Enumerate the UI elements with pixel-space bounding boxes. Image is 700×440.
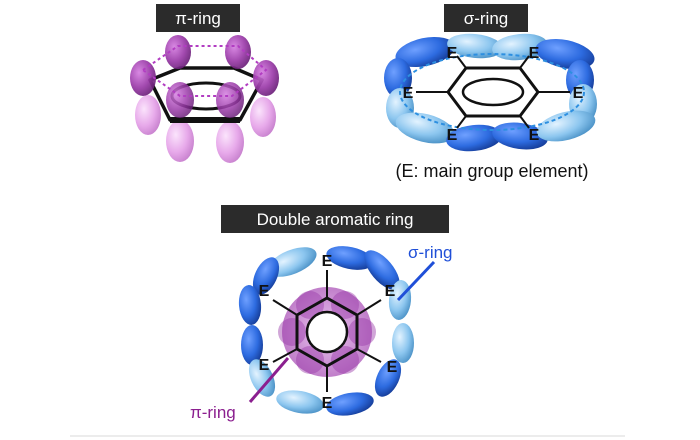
sigma-ring-inner-circle <box>461 77 525 107</box>
element-label: E <box>447 45 458 62</box>
element-label: E <box>529 127 540 144</box>
element-label: E <box>529 45 540 62</box>
pi-ring-label-box <box>156 4 240 32</box>
double-ring-spoke <box>272 348 298 363</box>
pi-lobe-lower <box>250 97 276 137</box>
sigma-callout-pointer <box>396 260 436 302</box>
element-label: E <box>322 253 333 270</box>
sigma-lobe <box>446 124 502 152</box>
sigma-lobe <box>241 325 263 365</box>
double-ring-spoke <box>356 299 382 316</box>
element-label: E <box>403 85 414 102</box>
pi-lobe-lower <box>135 95 161 135</box>
element-label: E <box>259 283 270 300</box>
sigma-ring-spoke <box>519 55 530 69</box>
sigma-benzene-ring <box>416 55 570 129</box>
pi-callout-label: π-ring <box>190 403 236 422</box>
pi-ring-bonds <box>148 66 264 122</box>
sigma-ring-spoke <box>456 55 467 69</box>
element-label: E <box>573 85 584 102</box>
sigma-lobe <box>395 112 455 144</box>
element-label: E <box>385 283 396 300</box>
element-label: E <box>322 395 333 412</box>
double-ring-label: Double aromatic ring <box>257 210 414 229</box>
pi-ring-label: π-ring <box>175 9 221 28</box>
element-label: E <box>387 359 398 376</box>
double-ring-panel: Double aromatic ring <box>190 205 453 422</box>
sigma-lobe <box>252 257 280 295</box>
sigma-lobe <box>384 58 412 98</box>
sigma-ring-spoke <box>519 115 530 129</box>
sigma-lobe <box>492 33 548 61</box>
sigma-overlap-dashed <box>399 53 585 131</box>
pi-callout-pointer <box>248 357 290 403</box>
element-label: E <box>447 127 458 144</box>
sigma-ring-lobes <box>384 33 597 152</box>
sigma-ring-label: σ-ring <box>464 9 509 28</box>
pi-lower-lobes <box>135 95 276 163</box>
sigma-ring-panel: σ-ring <box>384 4 597 181</box>
pi-lobe-upper <box>225 35 251 69</box>
pi-lobe-lower <box>166 120 194 162</box>
pi-cloud-lobe <box>278 318 306 346</box>
sigma-lobe <box>536 110 596 142</box>
double-ring-spoke <box>272 299 298 316</box>
sigma-ring-bonds <box>446 66 540 118</box>
sigma-lobe <box>374 359 402 397</box>
sigma-lobe <box>326 246 374 270</box>
pi-cloud-lobe <box>348 318 376 346</box>
double-element-labels: E E E E E E <box>259 253 398 412</box>
sigma-callout-label: σ-ring <box>408 243 453 262</box>
double-ring-label-box <box>221 205 449 233</box>
sigma-element-labels: E E E E E E <box>403 45 584 144</box>
double-ring-inner-circle <box>305 310 349 354</box>
sigma-lobe <box>248 359 276 397</box>
element-label: E <box>259 357 270 374</box>
sigma-lobe <box>392 323 414 363</box>
pi-lobe-upper <box>165 35 191 69</box>
pi-lobe-upper <box>130 60 156 96</box>
pi-lobe-upper <box>216 82 244 118</box>
element-caption: (E: main group element) <box>395 161 588 181</box>
pi-lobe-upper <box>166 82 194 118</box>
pi-ring-panel: π-ring <box>130 4 279 163</box>
pi-overlap-dotted <box>141 45 268 97</box>
sigma-lobe <box>447 33 503 59</box>
sigma-lobe <box>276 390 324 414</box>
pi-lobe-lower <box>216 121 244 163</box>
pi-benzene-ring <box>148 66 264 123</box>
sigma-lobe <box>364 250 400 290</box>
sigma-ring-label-box <box>444 4 528 32</box>
sigma-lobe <box>395 36 455 68</box>
double-ring-spoke <box>356 348 382 363</box>
sigma-lobe <box>238 285 262 325</box>
sigma-lobe <box>326 392 374 416</box>
sigma-lobe <box>267 247 317 277</box>
sigma-ring-spoke <box>456 115 467 129</box>
double-benzene-ring <box>272 270 382 392</box>
pi-lobe-upper <box>253 60 279 96</box>
